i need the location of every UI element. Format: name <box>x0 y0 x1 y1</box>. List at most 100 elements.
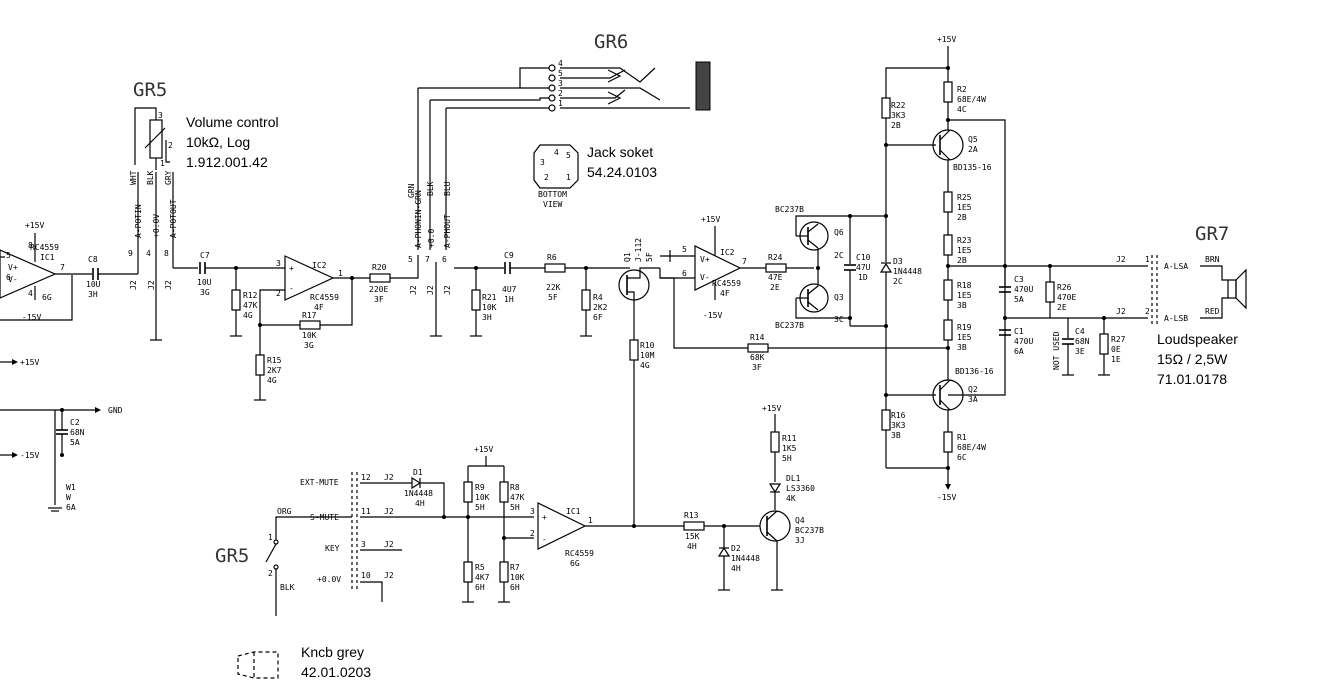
q4-ref: Q4 <box>795 516 805 525</box>
r15-ref: R15 <box>267 356 282 365</box>
r19-loc: 3B <box>957 343 967 352</box>
pot-pin-1: 1 <box>160 159 165 168</box>
volume-note-line2: 10kΩ, Log <box>186 134 250 150</box>
ic1b-pin2: 2 <box>530 529 535 538</box>
c1-val: 470U <box>1014 337 1033 346</box>
r2-loc: 4C <box>957 105 967 114</box>
q1-loc: 5F <box>645 252 654 262</box>
r5-ref: R5 <box>475 563 485 572</box>
pin-8: 8 <box>164 249 169 258</box>
r7-resistor: R7 10K 6H <box>498 561 525 603</box>
label-key: KEY <box>325 544 340 553</box>
ic1-pin6: 6 <box>6 273 11 282</box>
ic2a-loc: 4F <box>314 303 324 312</box>
wire-r20-phonin <box>390 255 419 279</box>
c2-loc: 5A <box>70 438 80 447</box>
wire-org: ORG <box>277 507 292 516</box>
r17-body <box>299 320 321 330</box>
d3-loc: 2C <box>893 277 903 286</box>
wire-grn: GRN <box>407 183 416 198</box>
c4-val: 68N <box>1075 337 1090 346</box>
r4-loc: 6F <box>593 313 603 322</box>
ic1-top-part: RC4559 <box>30 243 59 252</box>
r9-resistor: R9 10K 5H <box>463 466 490 562</box>
c8-ref: C8 <box>88 255 98 264</box>
label-lsb: A-LSB <box>1164 314 1188 323</box>
wire-blk: BLK <box>426 181 435 196</box>
wire-blk-switch: BLK <box>280 583 295 592</box>
c1-capacitor: C1 470U 6A <box>999 327 1033 356</box>
pin-5: 5 <box>408 255 413 264</box>
ic1b-minus: - <box>542 535 547 544</box>
ic1-vminus: V- <box>8 275 18 284</box>
j2-c: J2 <box>164 280 173 290</box>
jv-pin-3: 3 <box>540 158 545 167</box>
r20-ref: R20 <box>372 263 387 272</box>
q6-ref: Q6 <box>834 228 844 237</box>
wire-red: RED <box>1205 307 1220 316</box>
jack-bottom-view: 4 5 3 2 1 BOTTOM VIEW <box>533 144 579 209</box>
w1-ref: W1 <box>66 483 76 492</box>
ic1b-pin3: 3 <box>530 507 535 516</box>
r11-ref: R11 <box>782 434 797 443</box>
c1-ref: C1 <box>1014 327 1024 336</box>
switch-pin-1: 1 <box>268 533 273 542</box>
r7-loc: 6H <box>510 583 520 592</box>
r20-resistor: R20 220E 3F <box>369 263 391 304</box>
j2-k: J2 <box>384 540 394 549</box>
r14-loc: 3F <box>752 363 762 372</box>
c3-loc: 5A <box>1014 295 1024 304</box>
c3-ref: C3 <box>1014 275 1024 284</box>
r26-val: 470E <box>1057 293 1076 302</box>
r18-resistor: R18 1E5 3B <box>943 279 972 320</box>
r24-val: 47E <box>768 273 783 282</box>
volume-note-line3: 1.912.001.42 <box>186 154 268 170</box>
d1-ref: D1 <box>413 468 423 477</box>
speaker-note-line3: 71.01.0178 <box>1157 371 1227 387</box>
r6-ref: R6 <box>547 253 557 262</box>
ic1-top-pos-rail: +15V <box>25 221 44 230</box>
c2-val: 68N <box>70 428 85 437</box>
mute-connector: EXT-MUTE S-MUTE KEY +0.0V 12 11 3 10 J2 … <box>300 472 534 602</box>
c2-ref: C2 <box>70 418 80 427</box>
ic1b-part: RC4559 <box>565 549 594 558</box>
wire-right-bus <box>948 119 1006 396</box>
r10-ref: R10 <box>640 341 655 350</box>
wire-ic2a-feedback <box>259 289 300 326</box>
r1-loc: 6C <box>957 453 967 462</box>
top-pos-rail: +15V <box>937 35 956 44</box>
r19-ref: R19 <box>957 323 972 332</box>
r8-val: 47K <box>510 493 525 502</box>
j2-e: J2 <box>426 285 435 295</box>
r6-val: 22K <box>546 283 561 292</box>
r22-val: 3K3 <box>891 111 906 120</box>
q5-ref: Q5 <box>968 135 978 144</box>
jv-pin-2: 2 <box>544 173 549 182</box>
r27-resistor: R27 0E 1E <box>1098 316 1126 376</box>
r10-val: 10M <box>640 351 655 360</box>
r12-val: 47K <box>243 301 258 310</box>
ic2b-neg: -15V <box>703 311 722 320</box>
pin-4: 4 <box>146 249 151 258</box>
pin-10: 10 <box>361 571 371 580</box>
r11-loc: 5H <box>782 454 792 463</box>
q1-jfet: Q1 J-112 5F <box>618 238 660 320</box>
bottom-neg-rail: -15V <box>937 493 956 502</box>
dl1-led: DL1 LS3360 4K <box>768 474 815 510</box>
c9-capacitor: C9 4U7 1H <box>502 251 517 304</box>
ic1-pin5: 5 <box>6 251 11 260</box>
r17-labels: R17 10K 3G <box>302 311 317 350</box>
d3-ref: D3 <box>893 257 903 266</box>
r14-ref: R14 <box>750 333 765 342</box>
switch-pin-2: 2 <box>268 569 273 578</box>
q3-ref: Q3 <box>834 293 844 302</box>
r23-loc: 2B <box>957 256 967 265</box>
pin-7: 7 <box>425 255 430 264</box>
dl1-ref: DL1 <box>786 474 801 483</box>
dl1-loc: 4K <box>786 494 796 503</box>
volume-note-line1: Volume control <box>186 114 279 130</box>
r20-loc: 3F <box>374 295 384 304</box>
r21-ref: R21 <box>482 293 497 302</box>
r4-ref: R4 <box>593 293 603 302</box>
r8-resistor: R8 47K 5H <box>499 466 525 562</box>
